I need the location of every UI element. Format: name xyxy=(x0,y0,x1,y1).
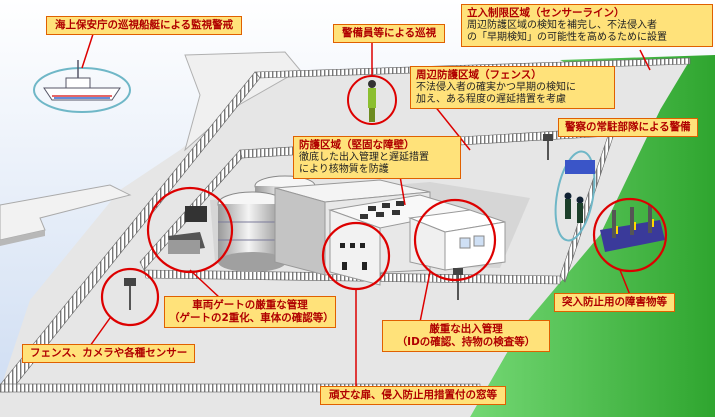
barrier-post xyxy=(630,207,634,235)
barrier-callout-circle xyxy=(592,197,668,273)
connector-line xyxy=(399,175,406,206)
sturdy-doors-label: 頑丈な扉、侵入防止用措置付の窓等 xyxy=(320,386,506,405)
guards-patrol-label: 警備員等による巡視 xyxy=(333,24,446,43)
tank-bottom xyxy=(218,252,286,272)
connector-line xyxy=(189,269,221,299)
coast-guard-label: 海上保安庁の巡視船艇による監視警戒 xyxy=(46,16,243,35)
police-callout-ring xyxy=(554,150,596,242)
ship-bridge xyxy=(65,77,91,89)
barrier-post xyxy=(612,210,616,238)
roof-window xyxy=(360,214,368,219)
breakwater xyxy=(0,184,132,241)
reactor-building-front xyxy=(274,187,326,276)
vehicle-gate-callout-circle xyxy=(146,186,234,274)
fence-camera-label: フェンス、カメラや各種センサー xyxy=(22,344,196,363)
roof-window xyxy=(376,212,384,217)
police-officer xyxy=(576,196,584,204)
vehicle-gate-label: 車両ゲートの厳重な管理 （ゲートの2重化、車体の確認等） xyxy=(164,296,336,328)
police-officer xyxy=(564,192,572,200)
guard-legs xyxy=(369,108,375,122)
roof-window xyxy=(382,203,390,208)
barrier-post xyxy=(648,205,652,233)
protected-area-title: 防護区域（堅固な障壁） xyxy=(299,139,415,151)
strict-access-label: 厳重な出入管理 （IDの確認、持物の検査等） xyxy=(382,320,550,352)
protected-area-box: 防護区域（堅固な障壁） 徹底した出入管理と遅延措置 により核物質を防護 xyxy=(293,136,461,179)
roof-window xyxy=(396,201,404,206)
office-window xyxy=(473,235,485,247)
roof-window xyxy=(368,206,376,211)
police-unit-label: 警察の常駐部隊による警備 xyxy=(558,118,698,137)
roof-window xyxy=(392,210,400,215)
truck-box xyxy=(168,240,200,254)
restricted-area-title: 立入制限区域（センサーライン） xyxy=(467,7,625,19)
truck-cab xyxy=(185,206,207,222)
access-callout-circle xyxy=(413,198,497,282)
guard-head xyxy=(368,80,376,88)
restricted-area-desc: 周辺防護区域の検知を補完し、不法侵入者 の「早期検知」の可能性を高めるために設置 xyxy=(467,20,667,43)
guard-body xyxy=(368,88,376,108)
protected-area-desc: 徹底した出入管理と遅延措置 により核物質を防護 xyxy=(299,152,429,175)
anti-ramming-label: 突入防止用の障害物等 xyxy=(554,293,675,312)
office-window xyxy=(459,237,471,249)
peripheral-area-title: 周辺防護区域（フェンス） xyxy=(416,69,542,81)
camera-icon xyxy=(124,278,136,310)
breakwater-side xyxy=(0,230,45,246)
restricted-area-box: 立入制限区域（センサーライン） 周辺防護区域の検知を補完し、不法侵入者 の「早期… xyxy=(461,4,713,47)
connector-line xyxy=(419,271,431,323)
peripheral-area-box: 周辺防護区域（フェンス） 不法侵入者の確実かつ早期の検知に 加え、ある程度の遅延… xyxy=(410,66,615,109)
connector-line xyxy=(639,49,651,71)
police-car xyxy=(565,160,595,174)
connector-line xyxy=(89,317,111,347)
camera-icon xyxy=(543,134,553,160)
peripheral-area-desc: 不法侵入者の確実かつ早期の検知に 加え、ある程度の遅延措置を考慮 xyxy=(416,82,576,105)
connector-line xyxy=(619,269,631,296)
ship-hull xyxy=(43,87,121,101)
sensor-callout-circle xyxy=(100,267,160,327)
